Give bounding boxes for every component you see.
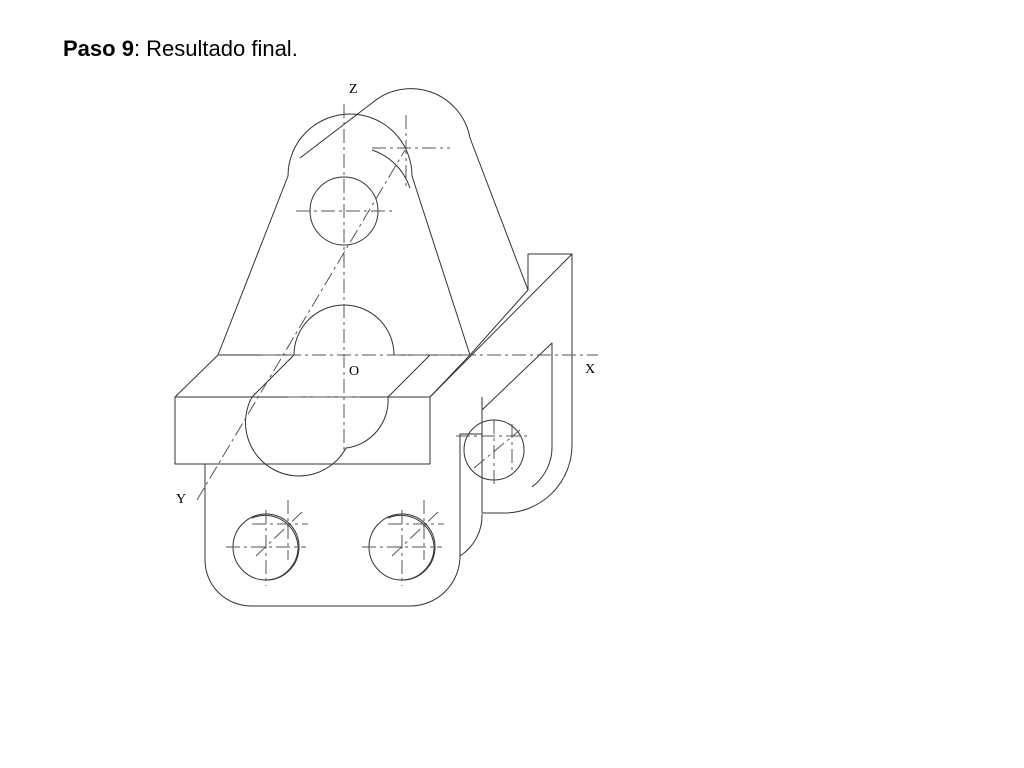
base-front-face — [174, 396, 431, 465]
title-text: : Resultado final. — [133, 36, 298, 61]
y-axis-line — [196, 149, 406, 501]
rear-upright-outline — [299, 88, 529, 291]
center-lines — [196, 104, 598, 586]
lower-flange-outline — [204, 433, 483, 607]
slide-title: Paso 9: Resultado final. — [63, 36, 298, 62]
axis-label-z: Z — [349, 82, 358, 97]
saddle-front-cut — [245, 396, 389, 477]
step-label: Paso 9 — [63, 36, 134, 61]
base-block-outline — [174, 354, 471, 477]
axis-label-x: X — [585, 362, 595, 377]
right-wall-outline — [429, 253, 573, 514]
axis-label-y: Y — [176, 492, 186, 507]
axis-label-origin: O — [349, 364, 359, 379]
